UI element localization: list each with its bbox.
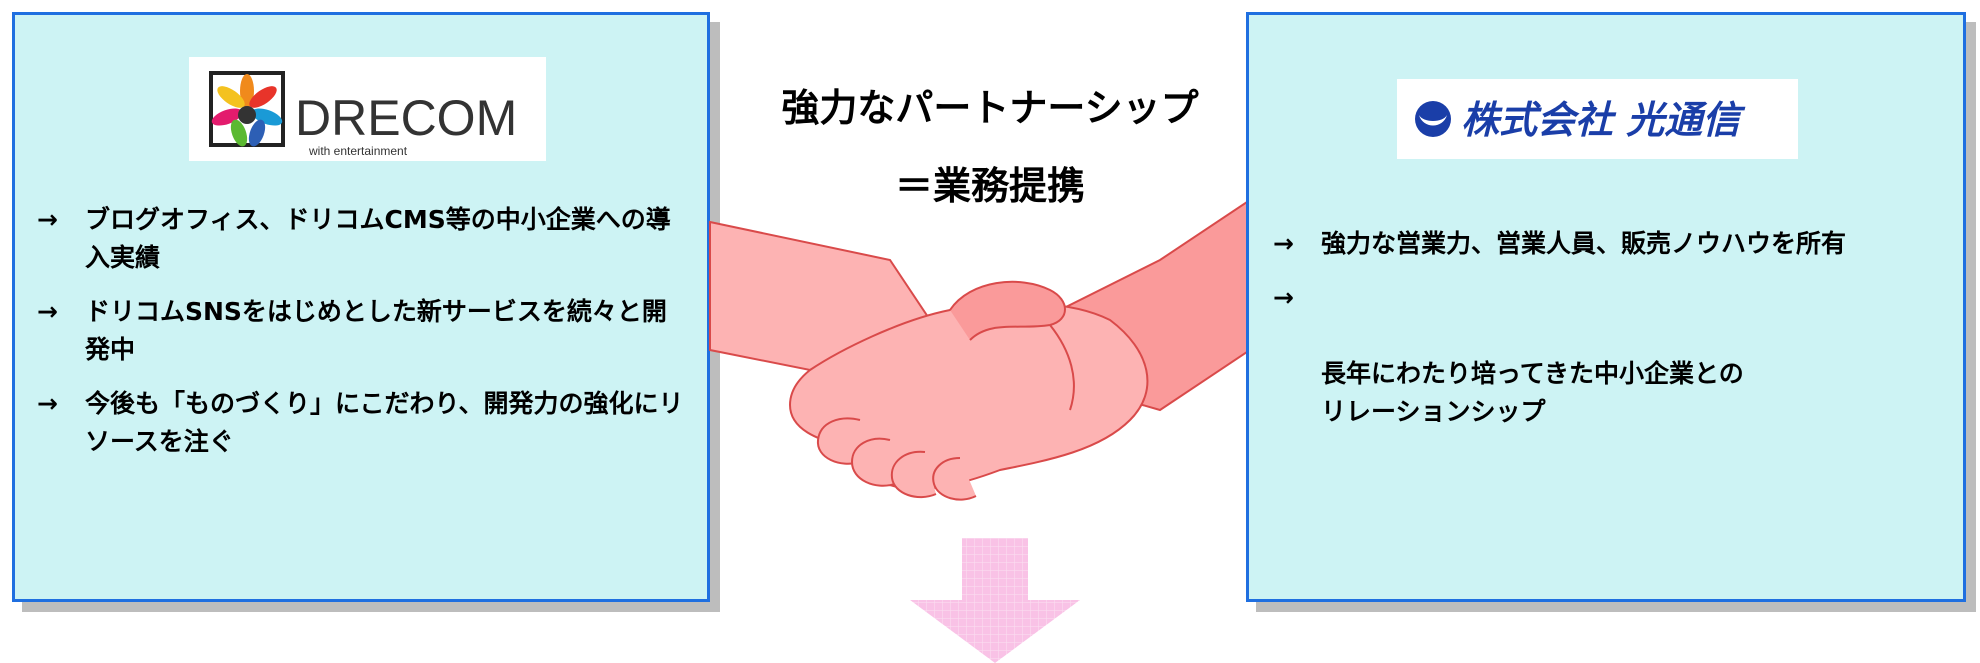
drecom-flower-icon: DRECOM with entertainment <box>209 71 517 158</box>
list-item: → 強力な営業力、営業人員、販売ノウハウを所有 <box>1273 225 1953 263</box>
bullet-text: 長年にわたり培ってきた中小企業との リレーションシップ <box>1321 359 1744 426</box>
drecom-panel: DRECOM with entertainment → ブログオフィス、ドリコム… <box>12 12 710 602</box>
svg-text:DRECOM: DRECOM <box>295 90 517 146</box>
drecom-logo: DRECOM with entertainment <box>189 57 546 161</box>
down-arrow-icon <box>910 538 1080 663</box>
list-item: → 長年にわたり培ってきた中小企業との リレーションシップ <box>1273 279 1953 431</box>
svg-text:with entertainment: with entertainment <box>308 144 408 158</box>
list-item: → 今後も「ものづくり」にこだわり、開発力の強化にリソースを注ぐ <box>37 385 687 461</box>
handshake-icon <box>709 200 1251 501</box>
bullet-text: 強力な営業力、営業人員、販売ノウハウを所有 <box>1321 229 1847 258</box>
business-alliance-title: ＝業務提携 <box>894 164 1085 208</box>
hikari-tsushin-logo: 株式会社 光通信 <box>1397 79 1798 159</box>
drecom-strengths-list: → ブログオフィス、ドリコムCMS等の中小企業への導入実績 → ドリコムSNSを… <box>37 201 687 477</box>
hikari-strengths-list: → 強力な営業力、営業人員、販売ノウハウを所有 → 長年にわたり培ってきた中小企… <box>1273 225 1953 447</box>
partnership-title: 強力なパートナーシップ <box>781 86 1199 130</box>
right-arrow-icon: → <box>37 297 58 326</box>
right-arrow-icon: → <box>37 389 58 418</box>
bullet-text: ブログオフィス、ドリコムCMS等の中小企業への導入実績 <box>85 205 671 272</box>
right-arrow-icon: → <box>37 205 58 234</box>
bullet-text: 今後も「ものづくり」にこだわり、開発力の強化にリソースを注ぐ <box>85 389 684 456</box>
hikari-tsushin-panel: 株式会社 光通信 → 強力な営業力、営業人員、販売ノウハウを所有 → 長年にわた… <box>1246 12 1966 602</box>
right-arrow-icon: → <box>1273 229 1294 258</box>
bullet-text: ドリコムSNSをはじめとした新サービスを続々と開発中 <box>85 297 667 364</box>
svg-text:株式会社 光通信: 株式会社 光通信 <box>1461 98 1746 142</box>
right-arrow-icon: → <box>1273 283 1294 312</box>
list-item: → ブログオフィス、ドリコムCMS等の中小企業への導入実績 <box>37 201 687 277</box>
list-item: → ドリコムSNSをはじめとした新サービスを続々と開発中 <box>37 293 687 369</box>
